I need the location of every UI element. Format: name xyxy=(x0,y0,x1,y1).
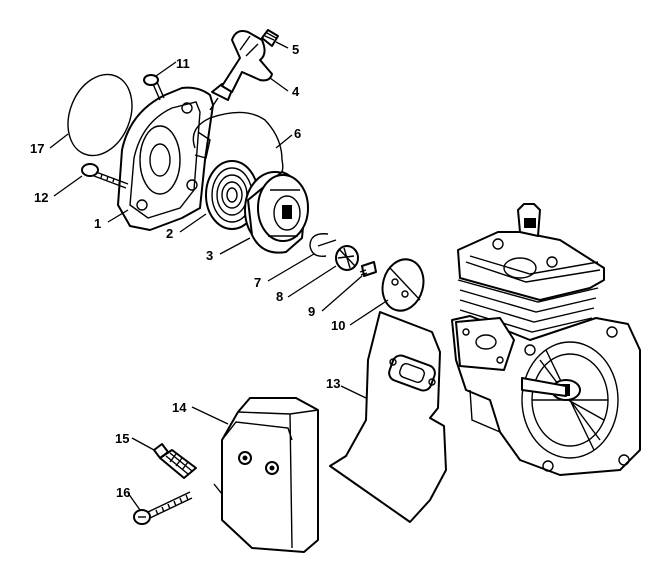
part-6-starter-rope xyxy=(192,111,284,179)
part-9-screw xyxy=(359,261,377,277)
callout-13: 13 xyxy=(326,376,340,391)
callout-4: 4 xyxy=(292,84,300,99)
part-14-muffler xyxy=(213,397,319,553)
callout-15: 15 xyxy=(115,431,129,446)
part-5-grip-insert xyxy=(261,29,279,47)
part-11-screw xyxy=(143,74,165,101)
callout-11: 11 xyxy=(176,56,190,71)
callout-5: 5 xyxy=(292,42,299,57)
engine-crankcase xyxy=(451,203,641,476)
callout-7: 7 xyxy=(254,275,261,290)
part-15-spark-arrestor xyxy=(153,443,197,479)
callout-14: 14 xyxy=(172,400,187,415)
part-16-screw xyxy=(133,491,193,525)
callout-12: 12 xyxy=(34,190,48,205)
callout-6: 6 xyxy=(294,126,301,141)
callout-8: 8 xyxy=(276,289,283,304)
part-12-screw xyxy=(81,163,129,189)
callout-16: 16 xyxy=(116,485,130,500)
callout-9: 9 xyxy=(308,304,315,319)
leader-lines xyxy=(49,41,389,511)
part-13-gasket-shield xyxy=(329,311,447,523)
part-3-rope-rotor xyxy=(244,171,309,254)
part-7-spring-clip xyxy=(309,233,337,257)
part-1-fan-housing xyxy=(117,86,214,231)
callout-2: 2 xyxy=(166,226,173,241)
callout-labels: 1 2 3 4 5 6 7 8 9 10 11 12 13 14 15 16 1… xyxy=(30,42,345,500)
callout-1: 1 xyxy=(94,216,101,231)
part-10-washer-disc xyxy=(381,258,425,312)
callout-10: 10 xyxy=(331,318,345,333)
callout-17: 17 xyxy=(30,141,44,156)
part-17-seal-ring xyxy=(67,73,133,157)
part-4-starter-grip xyxy=(209,30,273,111)
callout-3: 3 xyxy=(206,248,213,263)
part-8-pawl xyxy=(335,245,359,271)
